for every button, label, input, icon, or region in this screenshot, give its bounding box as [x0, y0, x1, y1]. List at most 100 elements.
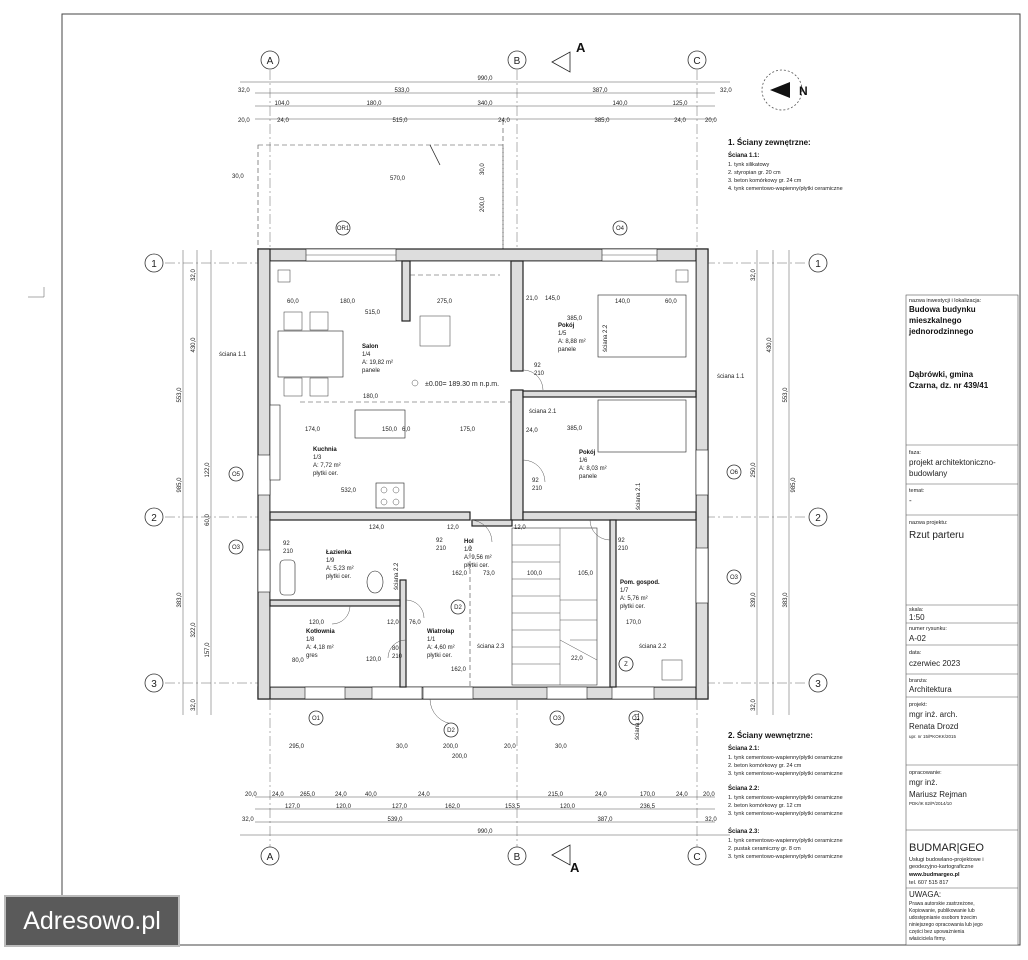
wall-label-22-vert: ściana 2.2 — [394, 562, 400, 590]
svg-text:N: N — [799, 84, 808, 98]
svg-text:1/2: 1/2 — [464, 547, 473, 553]
svg-text:170,0: 170,0 — [626, 620, 642, 626]
svg-text:553,0: 553,0 — [783, 387, 789, 403]
svg-text:2. beton komórkowy gr. 24 cm: 2. beton komórkowy gr. 24 cm — [728, 763, 802, 769]
svg-text:20,0: 20,0 — [703, 792, 715, 798]
svg-text:60,0: 60,0 — [665, 299, 677, 305]
svg-text:200,0: 200,0 — [480, 196, 486, 212]
svg-text:22,0: 22,0 — [571, 656, 583, 662]
svg-text:Pom. gospod.: Pom. gospod. — [620, 580, 660, 586]
svg-text:O5: O5 — [232, 472, 241, 478]
svg-text:Rzut parteru: Rzut parteru — [909, 530, 964, 541]
svg-text:1/8: 1/8 — [306, 637, 315, 643]
svg-text:162,0: 162,0 — [452, 571, 468, 577]
svg-text:upr. nr 15/PKOKK/2015: upr. nr 15/PKOKK/2015 — [909, 734, 957, 739]
svg-text:Ściana 2.2:: Ściana 2.2: — [728, 785, 759, 792]
svg-text:174,0: 174,0 — [305, 427, 321, 433]
svg-text:A: 7,72 m²: A: 7,72 m² — [313, 463, 341, 469]
svg-text:Renata Drozd: Renata Drozd — [909, 722, 958, 731]
svg-text:Pokój: Pokój — [558, 323, 575, 329]
svg-text:140,0: 140,0 — [612, 101, 628, 107]
svg-text:D2: D2 — [454, 605, 462, 611]
opening-labels: OR1 O4 O5 O6 O3 O3 O1 D2 O3 O1 D2 Z — [228, 220, 742, 738]
svg-text:3: 3 — [815, 679, 821, 690]
svg-text:24,0: 24,0 — [674, 118, 686, 124]
room-label-wiatrolap: Wiatrołap 1/1 A: 4,60 m² płytki cer. — [427, 629, 455, 659]
svg-text:Prawa autorskie zastrzeżone,: Prawa autorskie zastrzeżone, — [909, 901, 975, 907]
svg-text:A: 8,88 m²: A: 8,88 m² — [558, 339, 586, 345]
svg-text:32,0: 32,0 — [191, 699, 197, 711]
svg-text:C: C — [693, 852, 700, 863]
axis-bubble-b-top: B — [507, 50, 527, 70]
svg-text:1:50: 1:50 — [909, 613, 925, 622]
svg-text:Łazienka: Łazienka — [326, 550, 352, 556]
svg-text:40,0: 40,0 — [365, 792, 377, 798]
svg-text:budowlany: budowlany — [909, 469, 947, 478]
svg-text:104,0: 104,0 — [274, 101, 290, 107]
svg-text:387,0: 387,0 — [597, 817, 613, 823]
svg-text:Architektura: Architektura — [909, 685, 952, 694]
svg-text:Ściana 1.1:: Ściana 1.1: — [728, 152, 759, 159]
svg-text:32,0: 32,0 — [705, 817, 717, 823]
svg-text:3. tynk cementowo-wapienny/pły: 3. tynk cementowo-wapienny/płytki cerami… — [728, 854, 843, 860]
svg-text:Kotłownia: Kotłownia — [306, 629, 335, 635]
axis-bubble-1-left: 1 — [144, 253, 164, 273]
svg-text:92: 92 — [532, 478, 539, 484]
svg-text:płytki cer.: płytki cer. — [427, 653, 452, 659]
svg-text:B: B — [514, 852, 521, 863]
svg-text:1. tynk cementowo-wapienny/pły: 1. tynk cementowo-wapienny/płytki cerami… — [728, 838, 843, 844]
svg-text:124,0: 124,0 — [369, 525, 385, 531]
axis-bubble-c-top: C — [687, 50, 707, 70]
room-label-pokoj-16: Pokój 1/6 A: 8,03 m² panele — [579, 450, 607, 480]
bottom-dimensions: 20,0 24,0 265,0 24,0 40,0 24,0 215,0 24,… — [240, 792, 730, 836]
svg-text:92: 92 — [436, 538, 443, 544]
svg-text:A: 19,82 m²: A: 19,82 m² — [362, 360, 393, 366]
svg-text:12,0: 12,0 — [514, 525, 526, 531]
axis-bubble-b-bottom: B — [507, 846, 527, 866]
staircase — [511, 527, 598, 686]
axis-bubble-a-top: A — [260, 50, 280, 70]
svg-text:73,0: 73,0 — [483, 571, 495, 577]
svg-text:12,0: 12,0 — [387, 620, 399, 626]
section-marker-top: A — [551, 40, 586, 73]
svg-text:A: 8,03 m²: A: 8,03 m² — [579, 466, 607, 472]
svg-text:±0.00= 189.30 m n.p.m.: ±0.00= 189.30 m n.p.m. — [425, 381, 499, 388]
svg-text:UWAGA:: UWAGA: — [909, 890, 941, 899]
svg-text:32,0: 32,0 — [242, 817, 254, 823]
svg-text:200,0: 200,0 — [443, 744, 459, 750]
svg-text:20,0: 20,0 — [504, 744, 516, 750]
svg-text:322,0: 322,0 — [191, 622, 197, 638]
svg-text:gres: gres — [306, 653, 318, 659]
svg-text:30,0: 30,0 — [480, 163, 486, 175]
svg-text:A: 5,76 m²: A: 5,76 m² — [620, 596, 648, 602]
svg-text:faza:: faza: — [909, 450, 921, 456]
svg-text:1/6: 1/6 — [579, 458, 588, 464]
wall-label-21-vert: ściana 2.1 — [636, 482, 642, 510]
svg-text:145,0: 145,0 — [545, 296, 561, 302]
svg-text:20,0: 20,0 — [245, 792, 257, 798]
svg-text:Pokój: Pokój — [579, 450, 596, 456]
svg-text:383,0: 383,0 — [783, 592, 789, 608]
svg-text:mgr inż.: mgr inż. — [909, 778, 937, 787]
svg-text:panele: panele — [558, 347, 577, 353]
svg-text:339,0: 339,0 — [751, 592, 757, 608]
svg-text:Kopiowanie, publikowanie lub: Kopiowanie, publikowanie lub — [909, 908, 975, 914]
wall-label-left: ściana 1.1 — [219, 352, 247, 358]
svg-text:120,0: 120,0 — [309, 620, 325, 626]
svg-text:990,0: 990,0 — [477, 76, 493, 82]
svg-text:533,0: 533,0 — [394, 88, 410, 94]
svg-text:32,0: 32,0 — [751, 699, 757, 711]
svg-text:2. styropian gr. 20 cm: 2. styropian gr. 20 cm — [728, 170, 781, 176]
svg-text:170,0: 170,0 — [640, 792, 656, 798]
svg-text:32,0: 32,0 — [238, 88, 250, 94]
axis-bubble-2-right: 2 — [808, 507, 828, 527]
svg-text:210: 210 — [283, 549, 294, 555]
svg-text:Wiatrołap: Wiatrołap — [427, 629, 455, 635]
title-block: nazwa inwestycji i lokalizacja: Budowa b… — [905, 294, 1019, 946]
svg-text:210: 210 — [436, 546, 447, 552]
room-label-kotlownia: Kotłownia 1/8 A: 4,18 m² gres — [306, 629, 335, 659]
svg-text:180,0: 180,0 — [340, 299, 356, 305]
svg-text:32,0: 32,0 — [720, 88, 732, 94]
axis-bubble-a-bottom: A — [260, 846, 280, 866]
left-dimensions: 985,0 32,0 430,0 553,0 122,0 60,0 383,0 … — [177, 250, 212, 715]
